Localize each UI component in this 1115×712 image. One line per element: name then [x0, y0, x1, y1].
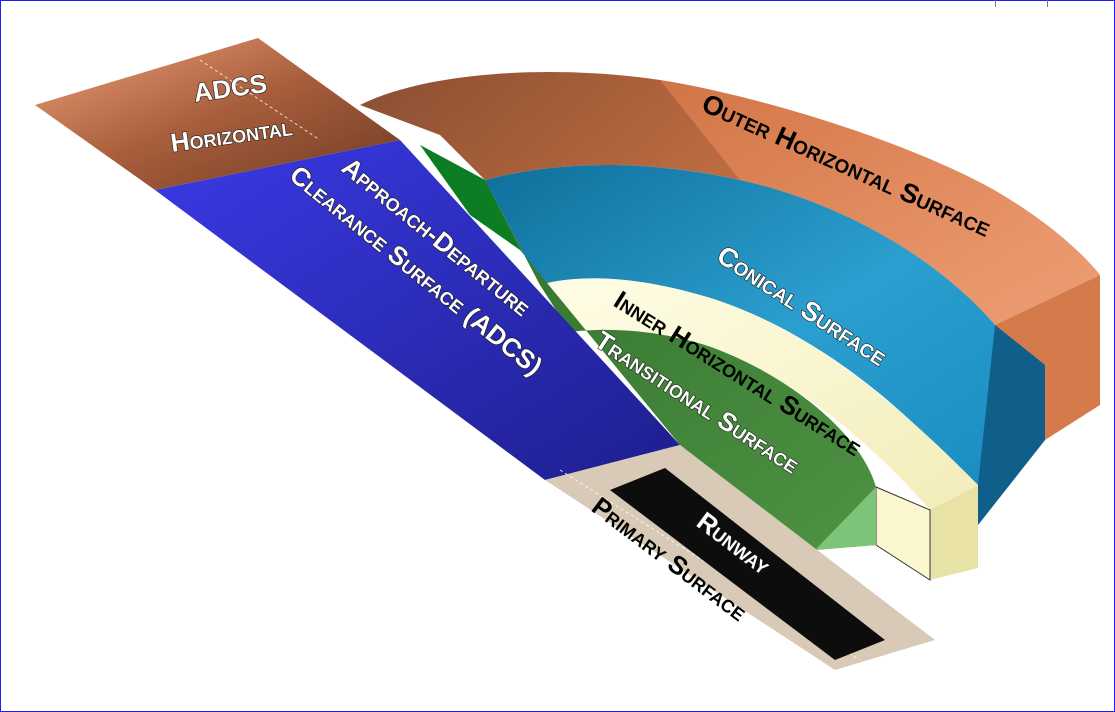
approach-departure-surface — [155, 140, 680, 480]
conical-surface — [485, 165, 1045, 525]
inner-horizontal-surface — [540, 278, 978, 581]
runway — [610, 468, 885, 660]
transitional-surface — [420, 145, 876, 550]
adcs-horizontal-surface — [35, 38, 400, 190]
frame-tick — [995, 0, 996, 7]
frame-tick — [1047, 0, 1048, 7]
